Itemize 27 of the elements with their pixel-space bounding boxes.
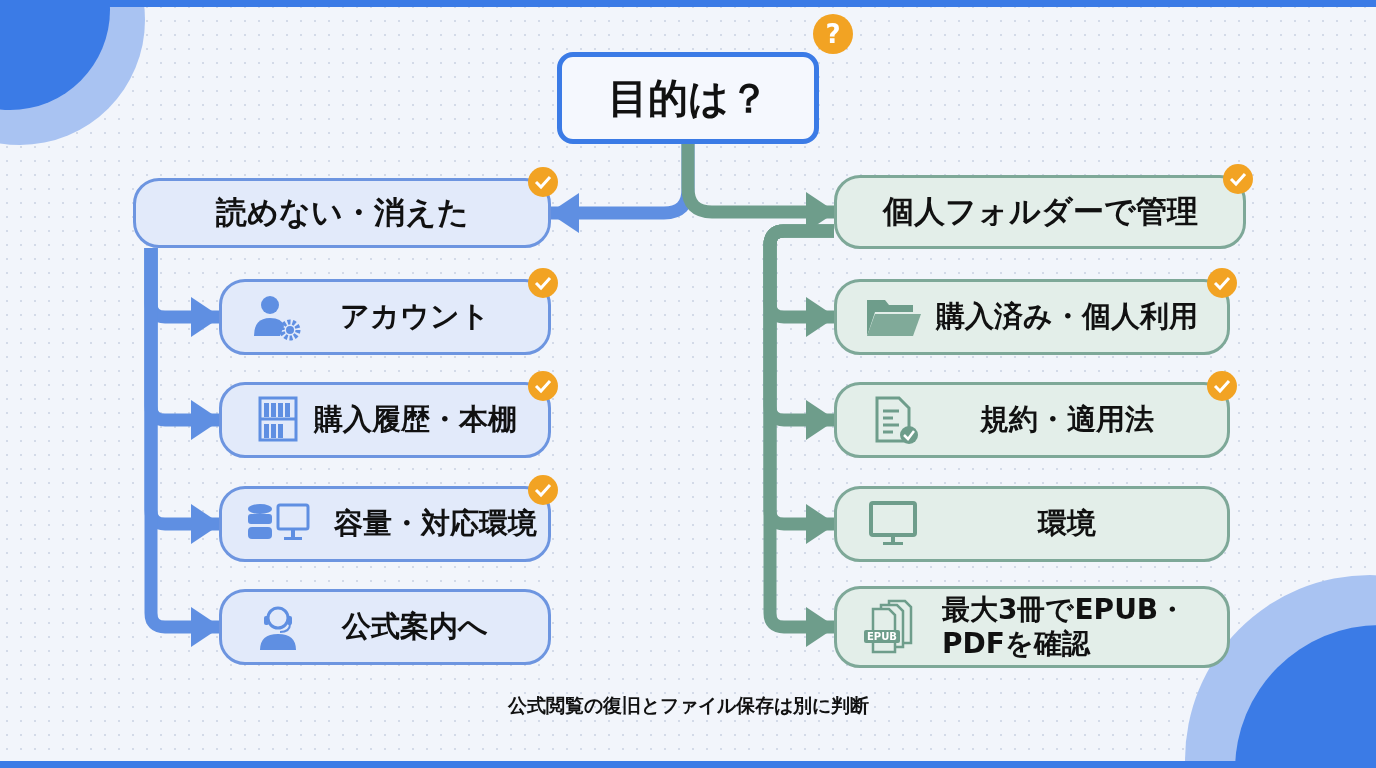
option-box bbox=[834, 586, 1230, 668]
box-label: 購入済み・個人利用 bbox=[936, 298, 1198, 335]
arrow bbox=[763, 224, 836, 647]
box-label: 目的は？ bbox=[607, 73, 769, 123]
option-box bbox=[219, 486, 551, 562]
box-label: 個人フォルダーで管理 bbox=[882, 192, 1198, 231]
caption: 公式閲覧の復旧とファイル保存は別に判断 bbox=[507, 694, 869, 716]
question-badge: ? bbox=[813, 14, 853, 54]
option-box bbox=[834, 175, 1246, 249]
box-label: 容量・対応環境 bbox=[333, 505, 537, 542]
option-box bbox=[219, 589, 551, 665]
box-label: 規約・適用法 bbox=[980, 401, 1154, 438]
question-box bbox=[557, 52, 819, 144]
box-label: 最大3冊でEPUB・PDFを確認 bbox=[942, 593, 1188, 661]
option-box bbox=[834, 279, 1230, 355]
option-box bbox=[219, 279, 551, 355]
arrow bbox=[144, 248, 221, 647]
box-label: 公式案内へ bbox=[342, 608, 488, 645]
box-label: アカウント bbox=[340, 298, 490, 335]
box-label: 環境 bbox=[1038, 505, 1096, 542]
option-box bbox=[834, 382, 1230, 458]
option-box bbox=[219, 382, 551, 458]
option-box bbox=[133, 178, 551, 248]
file-tag: EPUB bbox=[864, 630, 900, 643]
box-label: 読めない・消えた bbox=[215, 193, 469, 232]
box-label: 購入履歴・本棚 bbox=[313, 401, 517, 438]
option-box bbox=[834, 486, 1230, 562]
